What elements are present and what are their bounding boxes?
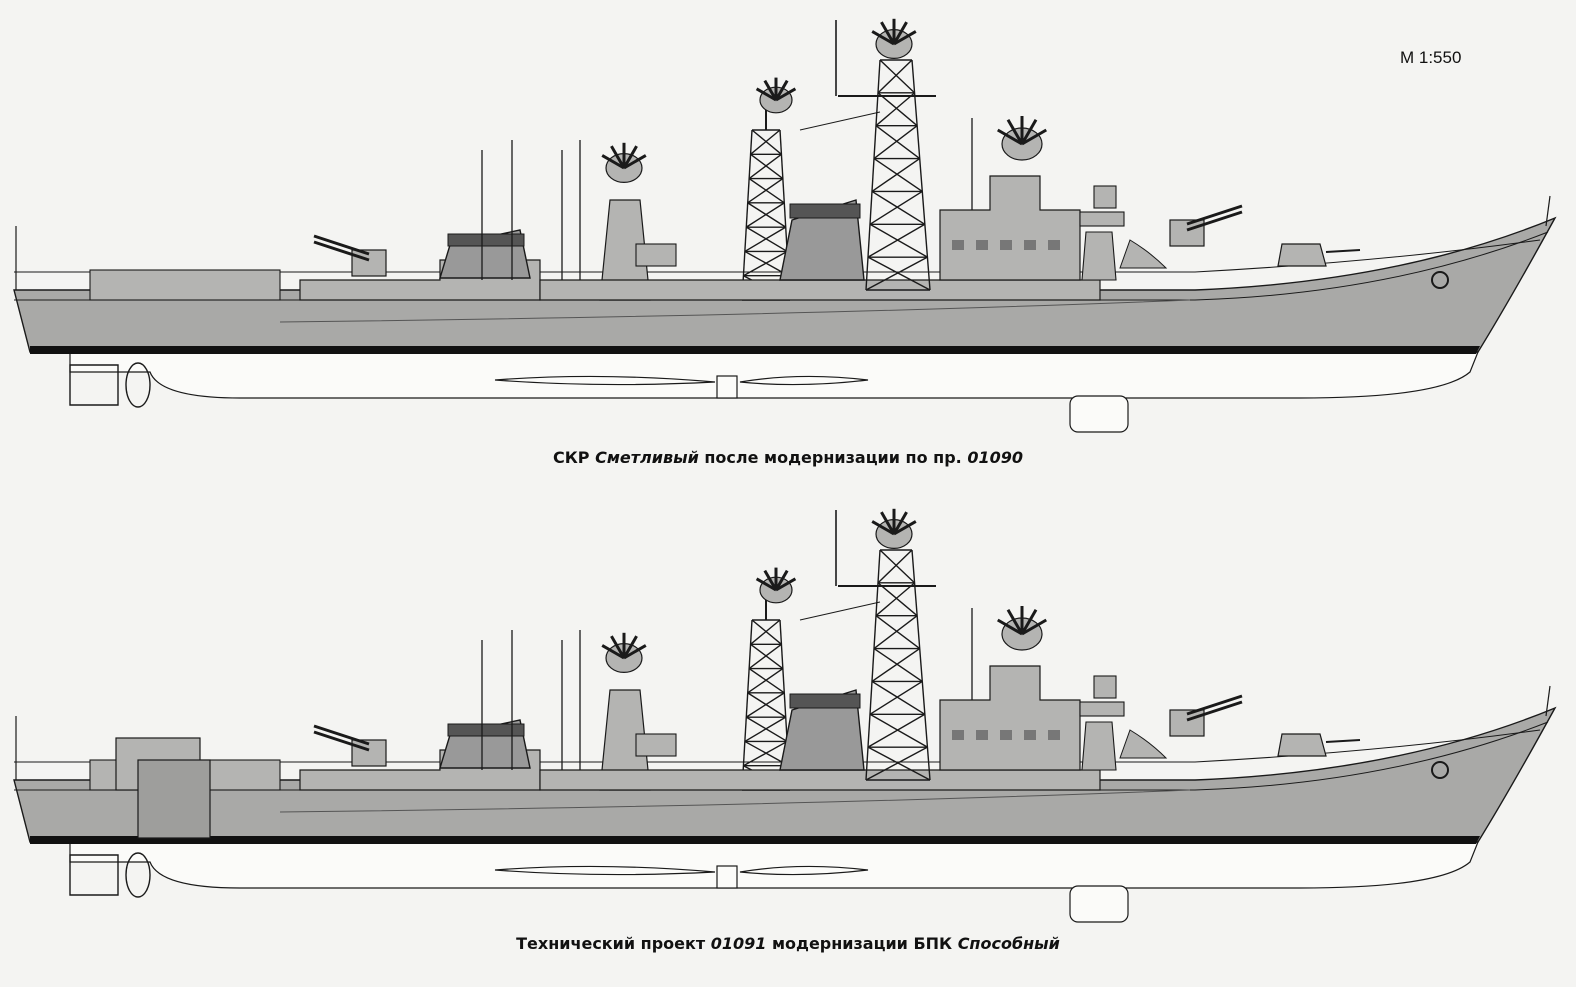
ship-drawing-smetlivy: [13, 18, 1557, 433]
bridge-radar: [997, 116, 1047, 161]
aft-mast-radar: [755, 77, 797, 114]
anchor-hawse: [1431, 271, 1449, 289]
fire-control-radar: [1093, 675, 1117, 699]
caption-project-number: 01090: [967, 448, 1023, 467]
underwater-hull: [69, 351, 1479, 399]
rudder: [69, 364, 119, 406]
gun-turret: [1277, 733, 1327, 757]
deck-line: [14, 721, 1549, 791]
forward-funnel: [779, 689, 865, 771]
aft-lattice-mast: [741, 619, 791, 791]
bridge-window: [952, 240, 964, 250]
fire-control-pedestal: [1081, 721, 1117, 771]
ship-profile: [13, 18, 1557, 433]
main-lattice-mast: [865, 59, 931, 291]
gun-barrel: [1325, 739, 1361, 743]
launcher-blast-shield: [1119, 239, 1168, 269]
sonar-dome: [1069, 395, 1129, 433]
railing: [14, 239, 1541, 273]
aft-mast-radar: [755, 567, 797, 604]
main-lattice-mast: [865, 549, 931, 781]
bridge-window: [1000, 240, 1012, 250]
midship-superstructure: [539, 769, 1101, 791]
main-mast-radar: [871, 508, 917, 549]
main-mast-radar: [871, 18, 917, 59]
bilge-keel: [739, 865, 869, 876]
hull: [13, 216, 1557, 353]
caption-smetlivy: СКР Сметливый после модернизации по пр. …: [0, 448, 1576, 467]
jack-staff: [1545, 685, 1551, 717]
forward-funnel-cap: [789, 693, 861, 709]
keel-pod: [716, 865, 738, 889]
keel-pod: [716, 375, 738, 399]
propeller: [125, 852, 151, 898]
sheer-line: [279, 789, 1191, 813]
forward-missile-launcher: [1169, 694, 1243, 737]
torpedo-launcher: [635, 733, 677, 757]
bridge-window: [1024, 240, 1036, 250]
caption-sposobny: Технический проект 01091 модернизации БП…: [0, 934, 1576, 953]
forward-funnel: [779, 199, 865, 281]
midship-superstructure: [539, 279, 1101, 301]
gun-barrel: [1325, 249, 1361, 253]
bridge-radar: [997, 606, 1047, 651]
gun-turret: [1277, 243, 1327, 267]
towed-sonar-housing: [137, 759, 211, 839]
fire-control-radar: [1093, 185, 1117, 209]
stay-wire: [799, 601, 881, 621]
hull: [13, 706, 1557, 843]
jack-staff: [1545, 195, 1551, 227]
fire-control-director: [1079, 211, 1125, 227]
bridge-window: [1048, 730, 1060, 740]
anchor-hawse: [1431, 761, 1449, 779]
bridge-window: [976, 240, 988, 250]
scale-label: М 1:550: [1400, 48, 1462, 67]
bilge-keel: [494, 375, 716, 386]
forward-missile-launcher: [1169, 204, 1243, 247]
aft-radar-antenna: [601, 632, 647, 674]
caption-project-number: 01091: [710, 934, 767, 953]
aft-funnel-cap: [447, 233, 525, 247]
bridge-window: [1024, 730, 1036, 740]
aft-funnel-cap: [447, 723, 525, 737]
caption-ship-name: Способный: [957, 934, 1060, 953]
torpedo-launcher: [635, 243, 677, 267]
waterline-stripe: [30, 836, 1480, 844]
forward-funnel-cap: [789, 203, 861, 219]
stern-deckhouse: [89, 269, 281, 301]
sheer-line: [279, 299, 1191, 323]
aft-missile-launcher: [313, 724, 387, 767]
caption-prefix: Технический проект: [516, 934, 711, 953]
sonar-dome: [1069, 885, 1129, 923]
bridge-window: [952, 730, 964, 740]
bilge-keel: [494, 865, 716, 876]
caption-middle: модернизации БПК: [766, 934, 958, 953]
fire-control-pedestal: [1081, 231, 1117, 281]
underwater-hull: [69, 841, 1479, 889]
ship-profile: [13, 508, 1557, 923]
bridge-window: [1048, 240, 1060, 250]
fire-control-director: [1079, 701, 1125, 717]
bilge-keel: [739, 375, 869, 386]
waterline-stripe: [30, 346, 1480, 354]
bridge-window: [976, 730, 988, 740]
bridge-superstructure: [939, 175, 1081, 281]
deck-line: [14, 231, 1549, 301]
caption-ship-name: Сметливый: [595, 448, 699, 467]
rudder: [69, 854, 119, 896]
railing: [14, 729, 1541, 763]
bridge-window: [1000, 730, 1012, 740]
aft-missile-launcher: [313, 234, 387, 277]
aft-radar-antenna: [601, 142, 647, 184]
ship-drawing-sposobny: [13, 508, 1557, 923]
caption-middle: после модернизации по пр.: [698, 448, 968, 467]
launcher-blast-shield: [1119, 729, 1168, 759]
propeller: [125, 362, 151, 408]
caption-prefix: СКР: [552, 448, 596, 467]
bridge-superstructure: [939, 665, 1081, 771]
stay-wire: [799, 111, 881, 131]
